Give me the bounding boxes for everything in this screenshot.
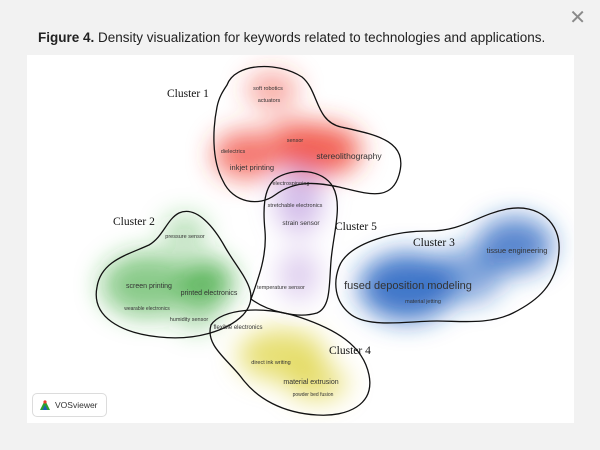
cluster-2-label: Cluster 2 (113, 216, 155, 228)
cluster-5-density (275, 166, 323, 301)
vosviewer-label: VOSviewer (55, 400, 98, 410)
keyword-wearable-electronics: wearable electronics (124, 306, 170, 312)
cluster-1-density (213, 72, 361, 179)
cluster-3-density (359, 217, 553, 321)
keyword-direct-ink-writing: direct ink writing (251, 360, 290, 366)
keyword-screen-printing: screen printing (126, 283, 172, 290)
keyword-actuators: actuators (258, 98, 281, 104)
keyword-material-extrusion: material extrusion (283, 379, 338, 386)
close-icon[interactable]: ✕ (569, 5, 586, 29)
cluster-4-label: Cluster 4 (329, 345, 371, 357)
keyword-soft-robotics: soft robotics (253, 86, 283, 92)
figure-number: Figure 4. (38, 30, 95, 45)
vosviewer-badge[interactable]: VOSviewer (32, 393, 107, 417)
keyword-temperature-sensor: temperature sensor (257, 285, 305, 291)
cluster-5-outline (250, 170, 339, 316)
keyword-powder-bed-fusion: powder bed fusion (293, 392, 334, 398)
keyword-stereolithography: stereolithography (316, 151, 382, 161)
keyword-electrospinning: electrospinning (273, 181, 310, 187)
cluster-4-density (238, 329, 347, 401)
cluster-2-density (101, 215, 233, 331)
keyword-tissue-engineering: tissue engineering (487, 246, 548, 255)
caption-text: Density visualization for keywords relat… (94, 30, 546, 45)
cluster-2-outline (95, 210, 252, 339)
cluster-3-label: Cluster 3 (413, 237, 455, 249)
keyword-strain-sensor: strain sensor (282, 220, 320, 227)
cluster-1-label: Cluster 1 (167, 88, 209, 100)
keyword-pressure-sensor: pressure sensor (165, 234, 205, 240)
cluster-4-outline (209, 309, 371, 416)
keyword-printed-electronics: printed electronics (181, 290, 238, 297)
keyword-humidity-sensor: humidity sensor (170, 317, 209, 323)
cluster-1-outline (213, 65, 402, 203)
keyword-fused-deposition-modeling: fused deposition modeling (344, 280, 472, 292)
keyword-stretchable-electronics: stretchable electronics (268, 203, 323, 209)
keyword-inkjet-printing: inkjet printing (230, 163, 274, 172)
figure-caption: Figure 4. Density visualization for keyw… (38, 30, 545, 45)
keyword-sensor: sensor (287, 138, 304, 144)
keyword-dielectrics: dielectrics (221, 149, 246, 155)
keyword-material-jetting: material jetting (405, 299, 441, 305)
density-visualization: Cluster 1 Cluster 2 Cluster 3 Cluster 4 … (27, 55, 574, 423)
keyword-flexible-electronics: flexible electronics (213, 325, 262, 331)
density-map: Cluster 1 Cluster 2 Cluster 3 Cluster 4 … (95, 65, 560, 416)
vosviewer-logo-icon (40, 400, 50, 410)
cluster-3-outline (335, 207, 560, 324)
cluster-5-label: Cluster 5 (335, 221, 377, 233)
